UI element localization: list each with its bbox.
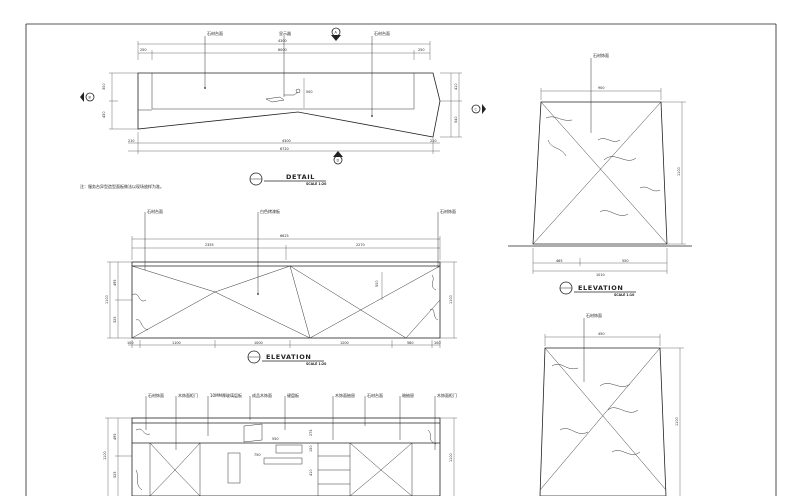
sec-dim-left-upper: 495 (113, 434, 117, 440)
side2-dim-top: 450 (598, 332, 604, 336)
front-bottom-1: 100 (127, 341, 133, 345)
dim-right-2: 540 (454, 117, 458, 123)
dim-top-3: 250 (140, 48, 146, 52)
front-inner-dim: 500 (375, 281, 379, 287)
marker-d: D (337, 159, 340, 163)
front-callout-stone-face: 石材饰面 (440, 208, 456, 214)
dim-top-2: 6000 (278, 48, 287, 52)
dim-top-1: 4300 (278, 39, 287, 43)
front-elevation-title-block: ELEVATION SCALE 1:20 (247, 350, 327, 366)
front-bottom-4: 1200 (340, 341, 349, 345)
sec-callout-3: 10MM厚玻璃层板 (210, 392, 242, 398)
section-marker-right: C (471, 104, 486, 114)
sec-inner-3: 750 (254, 453, 260, 457)
front-callout-stone-top: 石材台面 (147, 208, 163, 214)
detail-title: DETAIL (286, 173, 315, 181)
front-dim-lower: 325 (113, 317, 117, 323)
sec-inner-2: 275 (309, 430, 313, 436)
sec-callout-6: 木饰面抽屉 (335, 392, 355, 398)
section-marker-top: A (331, 27, 341, 41)
front-dim-total: 6625 (280, 234, 289, 238)
sec-callout-1: 石材饰面 (148, 392, 164, 398)
bottom-section: 石材饰面 木饰面柜门 10MM厚玻璃层板 成品木饰面 键盘板 木饰面抽屉 石材台… (103, 392, 457, 497)
dim-top-4: 250 (418, 48, 424, 52)
side2-callout-stone: 石材饰面 (586, 312, 602, 318)
side-dim-bottom-2: 550 (622, 259, 628, 263)
sec-dim-left-total: 1100 (103, 451, 107, 460)
detail-scale: SCALE 1:20 (306, 182, 327, 186)
sec-dim-left-lower: 525 (113, 472, 117, 478)
callout-stone-top-1: 石材台面 (207, 30, 223, 36)
side-dim-top: 900 (598, 86, 604, 90)
side-elevation: 石材饰面 900 1100 465 550 1010 ELEVATION SCA… (508, 52, 692, 297)
detail-title-block: DETAIL SCALE 1:20 (249, 172, 327, 186)
front-bottom-2: 1100 (172, 341, 181, 345)
dim-bottom-3: 210 (128, 139, 134, 143)
sec-callout-5: 键盘板 (287, 392, 299, 398)
side-dim-right: 1100 (677, 167, 681, 176)
sec-dim-right: 1100 (449, 453, 453, 462)
callout-stone-top-2: 石材台面 (374, 30, 390, 36)
front-bottom-3: 1000 (254, 341, 263, 345)
sec-inner-1: 550 (272, 437, 278, 441)
marker-c: C (475, 108, 478, 112)
dim-bottom-4: 210 (430, 139, 436, 143)
side-callout-stone: 石材饰面 (593, 52, 609, 58)
sec-callout-2: 木饰面柜门 (178, 392, 198, 398)
side-elevation-title: ELEVATION (578, 284, 623, 292)
section-marker-left: B (80, 92, 95, 102)
dim-left-1: 300 (102, 84, 106, 90)
sec-callout-7: 石材台面 (367, 392, 383, 398)
front-elevation: 6625 2355 2270 石材台面 白色烤漆板 石材饰面 500 1100 … (105, 208, 457, 366)
front-elevation-title: ELEVATION (266, 353, 311, 361)
front-bottom-6: 100 (434, 341, 440, 345)
front-dim-right-height: 1100 (449, 295, 453, 304)
front-elevation-scale: SCALE 1:20 (306, 362, 327, 366)
marker-b: B (89, 96, 92, 100)
side-elevation-title-block: ELEVATION SCALE 1:10 (559, 281, 636, 297)
sec-callout-4: 成品木饰面 (252, 392, 272, 398)
side-dim-bottom-3: 1010 (596, 273, 605, 277)
front-dim-height: 1100 (105, 295, 109, 304)
side-elevation-scale: SCALE 1:10 (614, 293, 635, 297)
sheet-border (25, 23, 777, 496)
side-dim-bottom-1: 465 (556, 259, 562, 263)
front-dim-upper: 495 (113, 280, 117, 286)
dim-left-2: 450 (102, 112, 106, 118)
front-dim-right: 2270 (356, 243, 365, 247)
marker-a: A (335, 31, 338, 35)
drawing-note: 注：服务台异型造型面板做法以现场放样为准。 (80, 183, 164, 189)
sec-callout-8: 暗抽屉 (402, 392, 414, 398)
dim-bottom-1: 4300 (282, 139, 291, 143)
sec-inner-5: 410 (309, 470, 313, 476)
front-bottom-5: 580 (407, 341, 413, 345)
front-callout-white-panel: 白色烤漆板 (260, 208, 280, 214)
dim-bottom-2: 6720 (280, 147, 289, 151)
sec-callout-9: 木饰面柜门 (437, 392, 457, 398)
section-marker-bottom: D (333, 151, 343, 165)
dim-inner-label: 500 (306, 90, 312, 94)
front-dim-left: 2355 (205, 243, 214, 247)
side2-dim-right: 1100 (675, 417, 679, 426)
detail-plan: 4300 6000 250 250 石材台面 显示器 石材台面 500 210 (80, 27, 486, 189)
sec-inner-4: 150 (309, 446, 313, 452)
side-elevation-2: 石材饰面 450 1100 (539, 312, 684, 497)
dim-right-1: 410 (454, 84, 458, 90)
callout-monitor: 显示器 (279, 31, 291, 36)
